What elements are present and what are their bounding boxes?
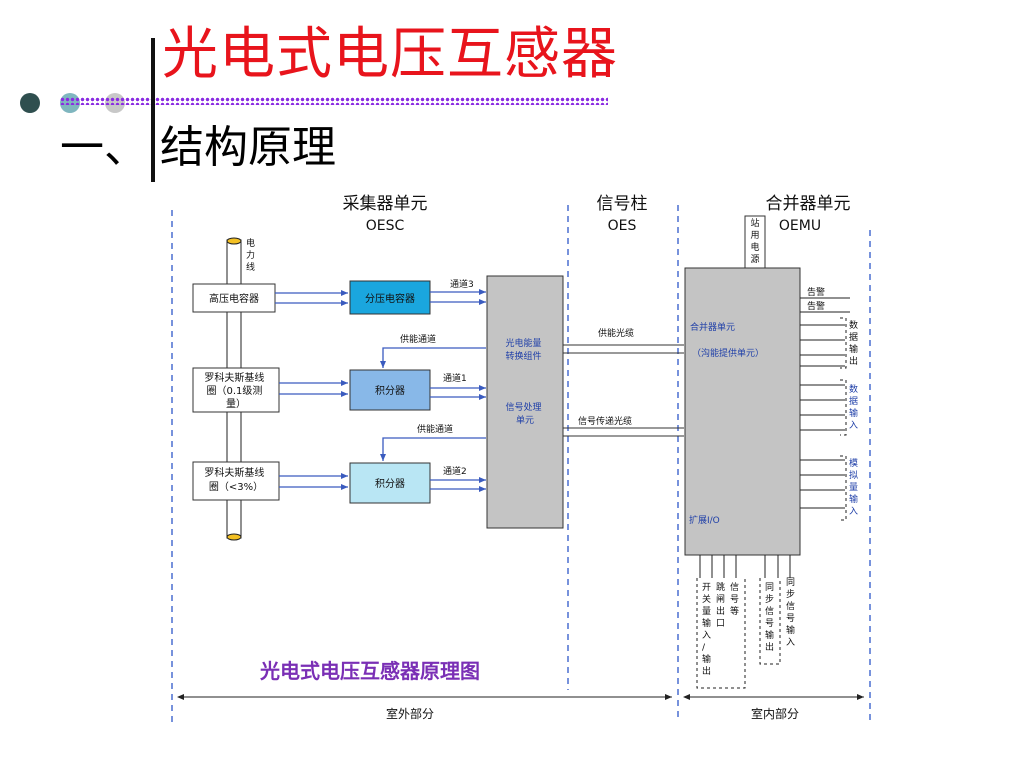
middle-box-integrator-1 xyxy=(349,369,431,411)
sensor-label-capacitor: 高压电容器 xyxy=(209,292,259,305)
converter-label: 光电能量 转换组件 信号处理 单元 xyxy=(506,337,545,426)
header-signal-abbr: OES xyxy=(608,218,637,234)
middle-label-integrator-2: 积分器 xyxy=(375,478,405,490)
fiber-signal-label: 信号传递光缆 xyxy=(578,415,632,427)
header-merger: 合并器单元 xyxy=(766,194,851,214)
channel-label-3: 通道3 xyxy=(450,278,474,290)
middle-box-integrator-2 xyxy=(349,462,431,504)
section-number: 一、 xyxy=(60,122,148,173)
io-data-input: 数据输入 xyxy=(849,383,858,431)
io-analog-input: 模拟量输入 xyxy=(849,458,858,517)
alarm-label-2: 告警 xyxy=(807,300,825,312)
alarm-label-1: 告警 xyxy=(807,286,825,298)
bullet-dot-dark xyxy=(20,93,40,113)
power-channel-label-2: 供能通道 xyxy=(417,423,453,435)
zone-indoor-label: 室内部分 xyxy=(751,706,799,721)
section-text: 结构原理 xyxy=(160,122,336,173)
fiber-power-label: 供能光缆 xyxy=(598,327,634,339)
io-signals: 信号等 xyxy=(730,581,739,617)
io-data-output: 数据输出 xyxy=(849,319,858,367)
power-channel-label-1: 供能通道 xyxy=(400,333,436,345)
merger-box xyxy=(684,267,801,556)
converter-box xyxy=(486,275,564,529)
sensor-box-rogowski-1 xyxy=(192,367,280,413)
diagram-caption: 光电式电压互感器原理图 xyxy=(259,659,480,683)
principle-diagram: 采集器单元 OESC 信号柱 OES 合并器单元 OEMU 电力线 高压电容器 … xyxy=(171,194,871,725)
zone-dividers xyxy=(171,205,871,725)
sensor-label-rogowski-2: 罗科夫斯基线 圈（<3%） xyxy=(204,466,267,493)
dotted-underline xyxy=(60,97,608,105)
merger-label: 合并器单元 （沟能提供单元） 扩展I/O xyxy=(689,321,767,526)
header-signal: 信号柱 xyxy=(597,194,648,214)
io-sync-input: 同步信号输入 xyxy=(786,577,795,648)
zone-outdoor-label: 室外部分 xyxy=(386,706,434,721)
io-switch: 开关量输入/输出 xyxy=(702,582,711,677)
header-collector: 采集器单元 xyxy=(343,194,428,214)
sensor-box-rogowski-2 xyxy=(192,461,280,501)
sensor-label-rogowski-1: 罗科夫斯基线 圈（0.1级测 量） xyxy=(204,371,267,410)
header-collector-abbr: OESC xyxy=(366,218,405,234)
station-power-box xyxy=(744,215,766,269)
middle-box-divider xyxy=(349,280,431,315)
channel-label-1: 通道1 xyxy=(443,372,467,384)
section-heading: 一、结构原理 xyxy=(60,118,336,178)
io-trip: 跳闸出口 xyxy=(716,581,725,629)
station-power-label: 站用电源 xyxy=(750,217,759,265)
slide-title: 光电式电压互感器 xyxy=(162,22,618,87)
title-vertical-bar xyxy=(151,38,155,182)
io-sync-output: 同步信号输出 xyxy=(765,582,774,653)
middle-label-integrator-1: 积分器 xyxy=(375,385,405,397)
header-merger-abbr: OEMU xyxy=(779,218,821,234)
middle-label-divider: 分压电容器 xyxy=(365,292,415,305)
channel-label-2: 通道2 xyxy=(443,465,467,477)
sensor-box-capacitor xyxy=(192,283,276,313)
power-line-label: 电力线 xyxy=(246,237,255,273)
